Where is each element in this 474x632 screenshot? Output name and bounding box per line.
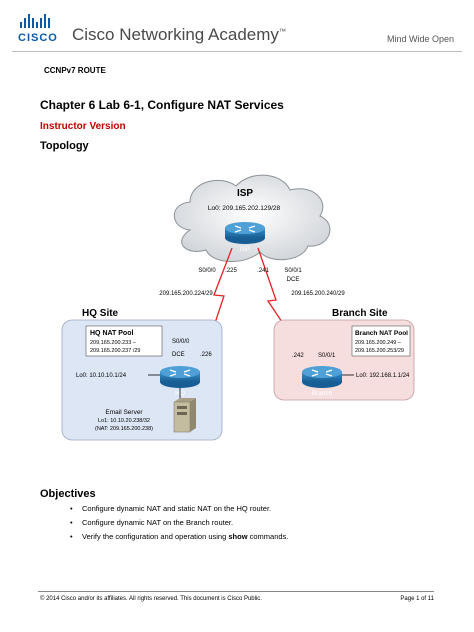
hq-serial: S0/0/0 <box>172 339 190 345</box>
email-server-nat: (NAT: 209.165.200.238) <box>95 426 153 432</box>
isp-if-right: S0/0/1 <box>284 268 302 274</box>
hq-nat-pool-box <box>85 325 163 357</box>
objectives-heading: Objectives <box>40 488 96 500</box>
page-number: Page 1 of 11 <box>400 596 434 602</box>
email-server-lo: Lo1: 10.10.20.238/32 <box>98 418 150 424</box>
cisco-logo-text: CISCO <box>18 32 58 44</box>
isp-label: ISP <box>237 188 253 199</box>
branch-nat-pool-box <box>351 325 411 357</box>
document-title: Chapter 6 Lab 6-1, Configure NAT Service… <box>40 98 284 112</box>
branch-pool-title: Branch NAT Pool <box>355 330 408 337</box>
course-name: CCNPv7 ROUTE <box>44 66 106 75</box>
list-item: Configure dynamic NAT and static NAT on … <box>70 504 288 518</box>
hq-ip: .226 <box>200 352 212 358</box>
isp-if-right-dce: DCE <box>287 277 300 283</box>
isp-cloud <box>173 174 331 263</box>
academy-title: Cisco Networking Academy™ <box>72 25 286 44</box>
hq-loopback: Lo0: 10.10.10.1/24 <box>76 373 127 379</box>
link-left-network: 209.165.200.224/29 <box>159 291 213 297</box>
hq-pool-line1: 209.165.200.233 – <box>90 340 137 346</box>
branch-serial: S0/0/1 <box>318 353 336 359</box>
topology-heading: Topology <box>40 140 89 152</box>
link-right-network: 209.165.200.240/29 <box>291 291 345 297</box>
tagline: Mind Wide Open <box>386 34 454 44</box>
isp-if-left: S0/0/0 <box>198 268 216 274</box>
footer-divider <box>38 591 434 592</box>
branch-router-label: Branch <box>312 390 333 397</box>
topology-diagram: ISP Lo0: 209.165.202.129/28 ISP S0/0/0 .… <box>61 174 415 441</box>
isp-if-left-ip: .225 <box>225 268 237 274</box>
branch-pool-line2: 209.165.200.253/29 <box>355 348 404 354</box>
copyright: © 2014 Cisco and/or its affiliates. All … <box>40 596 262 602</box>
branch-pool-line1: 209.165.200.249 – <box>355 340 402 346</box>
page-header: CISCO Cisco Networking Academy™ Mind Wid… <box>0 0 474 58</box>
email-server-title: Email Server <box>105 409 143 416</box>
hq-dce: DCE <box>172 352 185 358</box>
email-server-icon <box>173 398 196 433</box>
hq-site-label: HQ Site <box>82 308 119 319</box>
list-item: Configure dynamic NAT on the Branch rout… <box>70 518 288 532</box>
isp-router-label: ISP <box>240 246 250 253</box>
branch-ip: .242 <box>292 353 304 359</box>
header-divider <box>12 51 462 52</box>
cisco-logo-bars-icon <box>20 14 50 28</box>
list-item: Verify the configuration and operation u… <box>70 532 288 546</box>
isp-if-right-ip: .241 <box>257 268 269 274</box>
objectives-list: Configure dynamic NAT and static NAT on … <box>70 504 288 546</box>
isp-loopback: Lo0: 209.165.202.129/28 <box>208 205 281 212</box>
hq-pool-line2: 209.165.200.237 /29 <box>90 348 140 354</box>
version-label: Instructor Version <box>40 121 126 132</box>
hq-router-icon <box>160 366 200 388</box>
isp-router-icon <box>225 222 265 244</box>
branch-loopback: Lo0: 192.168.1.1/24 <box>356 373 410 379</box>
branch-router-icon <box>302 366 342 388</box>
hq-pool-title: HQ NAT Pool <box>90 330 133 337</box>
branch-site-label: Branch Site <box>332 308 388 319</box>
